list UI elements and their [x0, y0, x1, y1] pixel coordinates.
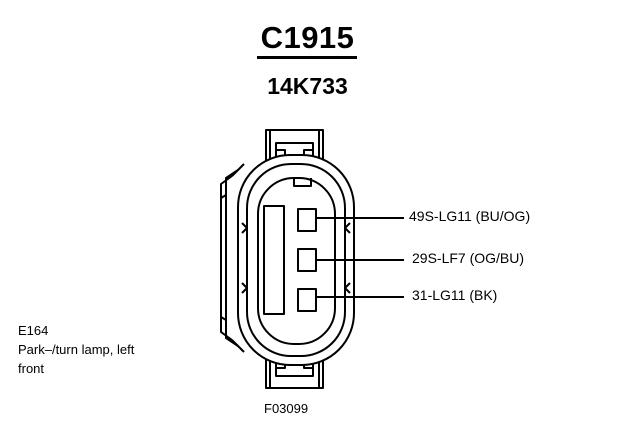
figure-code: F03099	[264, 401, 309, 416]
side-rib-left	[220, 163, 245, 353]
inner-key	[293, 178, 312, 187]
connector-key-slot	[263, 205, 285, 315]
pin-1-circuit-label: 49S-LG11 (BU/OG)	[409, 208, 531, 224]
title-underline	[257, 56, 357, 59]
pin-3-circuit-label: 31-LG11 (BK)	[412, 287, 498, 303]
component-label: E164 Park–/turn lamp, left front	[18, 321, 134, 378]
keying-marks	[241, 222, 351, 294]
pin-cavity-3	[297, 288, 317, 312]
component-description-line2: front	[18, 361, 45, 376]
part-number-title: 14K733	[267, 73, 348, 99]
component-code: E164	[18, 323, 49, 338]
component-description-line1: Park–/turn lamp, left	[18, 342, 135, 357]
pin-2-circuit-label: 29S-LF7 (OG/BU)	[412, 250, 525, 266]
pin-cavity-1	[297, 208, 317, 232]
connector-id-title: C1915	[260, 20, 355, 55]
